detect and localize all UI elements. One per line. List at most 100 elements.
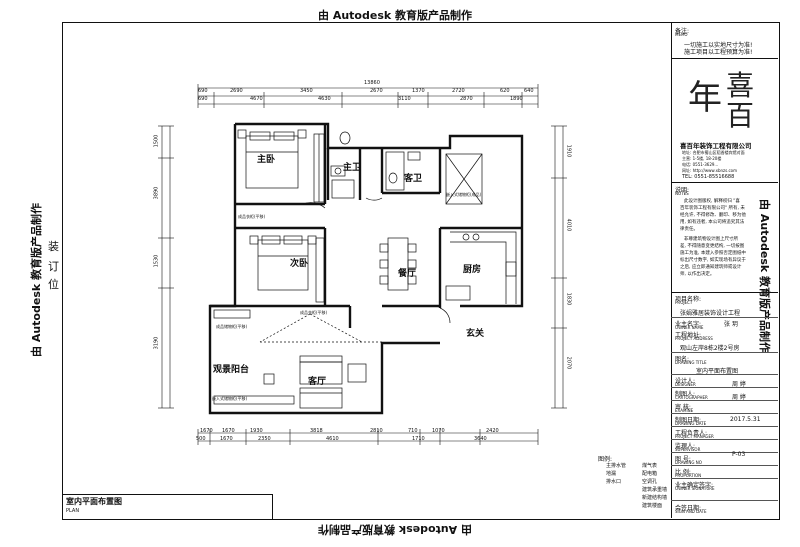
tb-rule-8 xyxy=(671,400,778,401)
note-balcony-top: 成品储物柜(平移) xyxy=(216,324,248,329)
dim-bottom-8: 2420 xyxy=(486,428,499,434)
legend-item-1a: 主排水管 xyxy=(606,463,627,469)
dim-top-r2-6: 1890 xyxy=(510,96,523,102)
note-master-wardrobe: 成品衣柜(平移) xyxy=(238,214,266,219)
dim-right-2: 4010 xyxy=(565,218,572,232)
tb-owner-sign-label: 业主确定签字: xyxy=(675,482,714,489)
drawing-title: 室内平面布置图 xyxy=(66,497,122,506)
dim-left-2: 3890 xyxy=(153,186,160,200)
legend-item-4b: 建筑承重墙 xyxy=(642,487,668,493)
watermark-top: 由 Autodesk 教育版产品制作 xyxy=(318,9,473,22)
room-entrance: 玄关 xyxy=(466,329,485,339)
tb-explain-2: 百年装饰工程有限公司" 所有, 未 xyxy=(680,206,745,211)
tb-rule-11 xyxy=(671,439,778,440)
legend-item-2b: 配电箱 xyxy=(642,471,658,477)
tb-number-en: DRAWING NO xyxy=(675,460,702,465)
dim-right-3: 1830 xyxy=(565,292,572,306)
tb-remark-1: 一切施工以实地尺寸为准! xyxy=(684,42,753,49)
note-balcony-bottom: 嵌入式储物柜(平移) xyxy=(212,396,248,401)
dim-right-1: 1910 xyxy=(565,144,572,158)
room-second-bedroom: 次卧 xyxy=(290,259,309,269)
tb-date-label: 制图日期: xyxy=(675,417,702,424)
dim-top-r2-1: 690 xyxy=(198,96,208,102)
tb-rule-6 xyxy=(671,374,778,375)
dim-top-6: 2720 xyxy=(452,88,465,94)
tb-number: P-03 xyxy=(732,451,746,458)
tb-explain-9: 施工为准, 本建入参照否定图纸中 xyxy=(680,251,746,256)
tb-supervisor-en: SUPERVISOR xyxy=(675,447,701,452)
dim-bottom-r2-4: 4610 xyxy=(326,436,339,442)
tb-project-en: PROJECT xyxy=(675,300,693,305)
tb-explain-11: 之后, 应立即通知建筑师或设计 xyxy=(680,265,742,270)
dim-left-1: 1500 xyxy=(153,134,160,148)
tb-rule-1 xyxy=(671,58,778,59)
legend-title: 图例: xyxy=(598,456,613,463)
legend-item-3b: 空调孔 xyxy=(642,479,658,485)
legend-item-6b: 建筑楼面 xyxy=(642,503,663,509)
dim-left-3: 1530 xyxy=(153,254,160,268)
tb-supervisor-label: 监理人: xyxy=(675,443,696,450)
tb-scale-en: PROPORTION xyxy=(675,473,702,478)
dim-bottom-r2-1: 500 xyxy=(196,436,206,442)
note-second-wardrobe: 成品衣柜(平移) xyxy=(300,310,328,315)
tb-rule-12 xyxy=(671,452,778,453)
binding-mark-1: 装 xyxy=(48,240,59,253)
tb-drawing-label: 图名: xyxy=(675,356,690,363)
watermark-bottom: 由 Autodesk 教育版产品制作 xyxy=(318,523,473,536)
logo-char-1: 喜 xyxy=(726,69,755,102)
dim-top-8: 640 xyxy=(524,88,534,94)
logo-char-3: 年 xyxy=(688,78,722,118)
dim-top-4: 2670 xyxy=(370,88,383,94)
legend-item-1b: 煤气表 xyxy=(642,463,658,469)
room-living: 客厅 xyxy=(308,377,327,387)
title-block xyxy=(671,22,779,518)
tb-designer-label: 设计人: xyxy=(675,378,696,385)
tb-rule-10 xyxy=(671,426,778,427)
dim-bottom-5: 2810 xyxy=(370,428,383,434)
tb-company-1: 地址: 合肥市蜀山区稻香楼宾馆对面 xyxy=(682,150,745,155)
dim-bottom-4: 3818 xyxy=(310,428,323,434)
dim-right-4: 2070 xyxy=(565,356,572,370)
tb-address-en: PROJECT ADDRESS xyxy=(675,336,713,341)
legend-item-5b: 新建结构墙 xyxy=(642,495,668,501)
legend-item-2a: 地漏 xyxy=(606,471,617,477)
room-master-bedroom: 主卧 xyxy=(257,155,276,165)
tb-drawing-name: 室内平面布置图 xyxy=(696,368,739,375)
tb-remark-label: 备注: xyxy=(675,28,690,35)
dim-bottom-r2-3: 2350 xyxy=(258,436,271,442)
tb-scale-label: 比 例: xyxy=(675,469,691,476)
room-dining: 餐厅 xyxy=(398,269,417,279)
tb-seal-label: 会签日期: xyxy=(675,505,702,512)
tb-rule-3 xyxy=(671,292,778,293)
binding-line xyxy=(62,22,63,518)
tb-address-label: 工程地址: xyxy=(675,332,702,339)
tb-designer: 周 婷 xyxy=(732,381,746,388)
dim-top-r2-2: 4670 xyxy=(250,96,263,102)
dim-top-r2-3: 4630 xyxy=(318,96,331,102)
dim-left-4: 3190 xyxy=(153,336,160,350)
tb-explain-4: 用, 如有违者, 本公司将追究其法 xyxy=(680,220,745,225)
tb-company-4: 网址: http://www.xbnzs.com xyxy=(682,168,738,173)
drawing-title-en: PLAN xyxy=(66,508,80,514)
room-guest-bath: 客卫 xyxy=(404,174,423,184)
tb-rule-15 xyxy=(671,500,778,501)
tb-rule-7 xyxy=(671,387,778,388)
tb-review-en: EXAMINE xyxy=(675,408,694,413)
room-kitchen: 厨房 xyxy=(463,265,482,275)
tb-explain-5: 律责任。 xyxy=(680,227,698,232)
dim-top-r2-5: 2870 xyxy=(460,96,473,102)
tb-rule-5 xyxy=(671,352,778,353)
tb-rule-9 xyxy=(671,413,778,414)
tb-designer-en: DESIGNER xyxy=(675,382,696,387)
tb-number-label: 图 号: xyxy=(675,456,691,463)
tb-owner-name: 张 玥 xyxy=(724,321,738,328)
room-balcony: 观景阳台 xyxy=(213,365,250,375)
dim-bottom-r2-5: 1710 xyxy=(412,436,425,442)
logo-char-2: 百 xyxy=(726,99,755,132)
tb-manager-label: 工程负责人: xyxy=(675,430,708,437)
dim-bottom-2: 1670 xyxy=(222,428,235,434)
dim-top-7: 620 xyxy=(500,88,510,94)
tb-explain-3: 经允许, 不得修改、翻印、移为他 xyxy=(680,213,746,218)
floor-plan xyxy=(158,84,567,445)
dim-bottom-6: 710 xyxy=(408,428,418,434)
